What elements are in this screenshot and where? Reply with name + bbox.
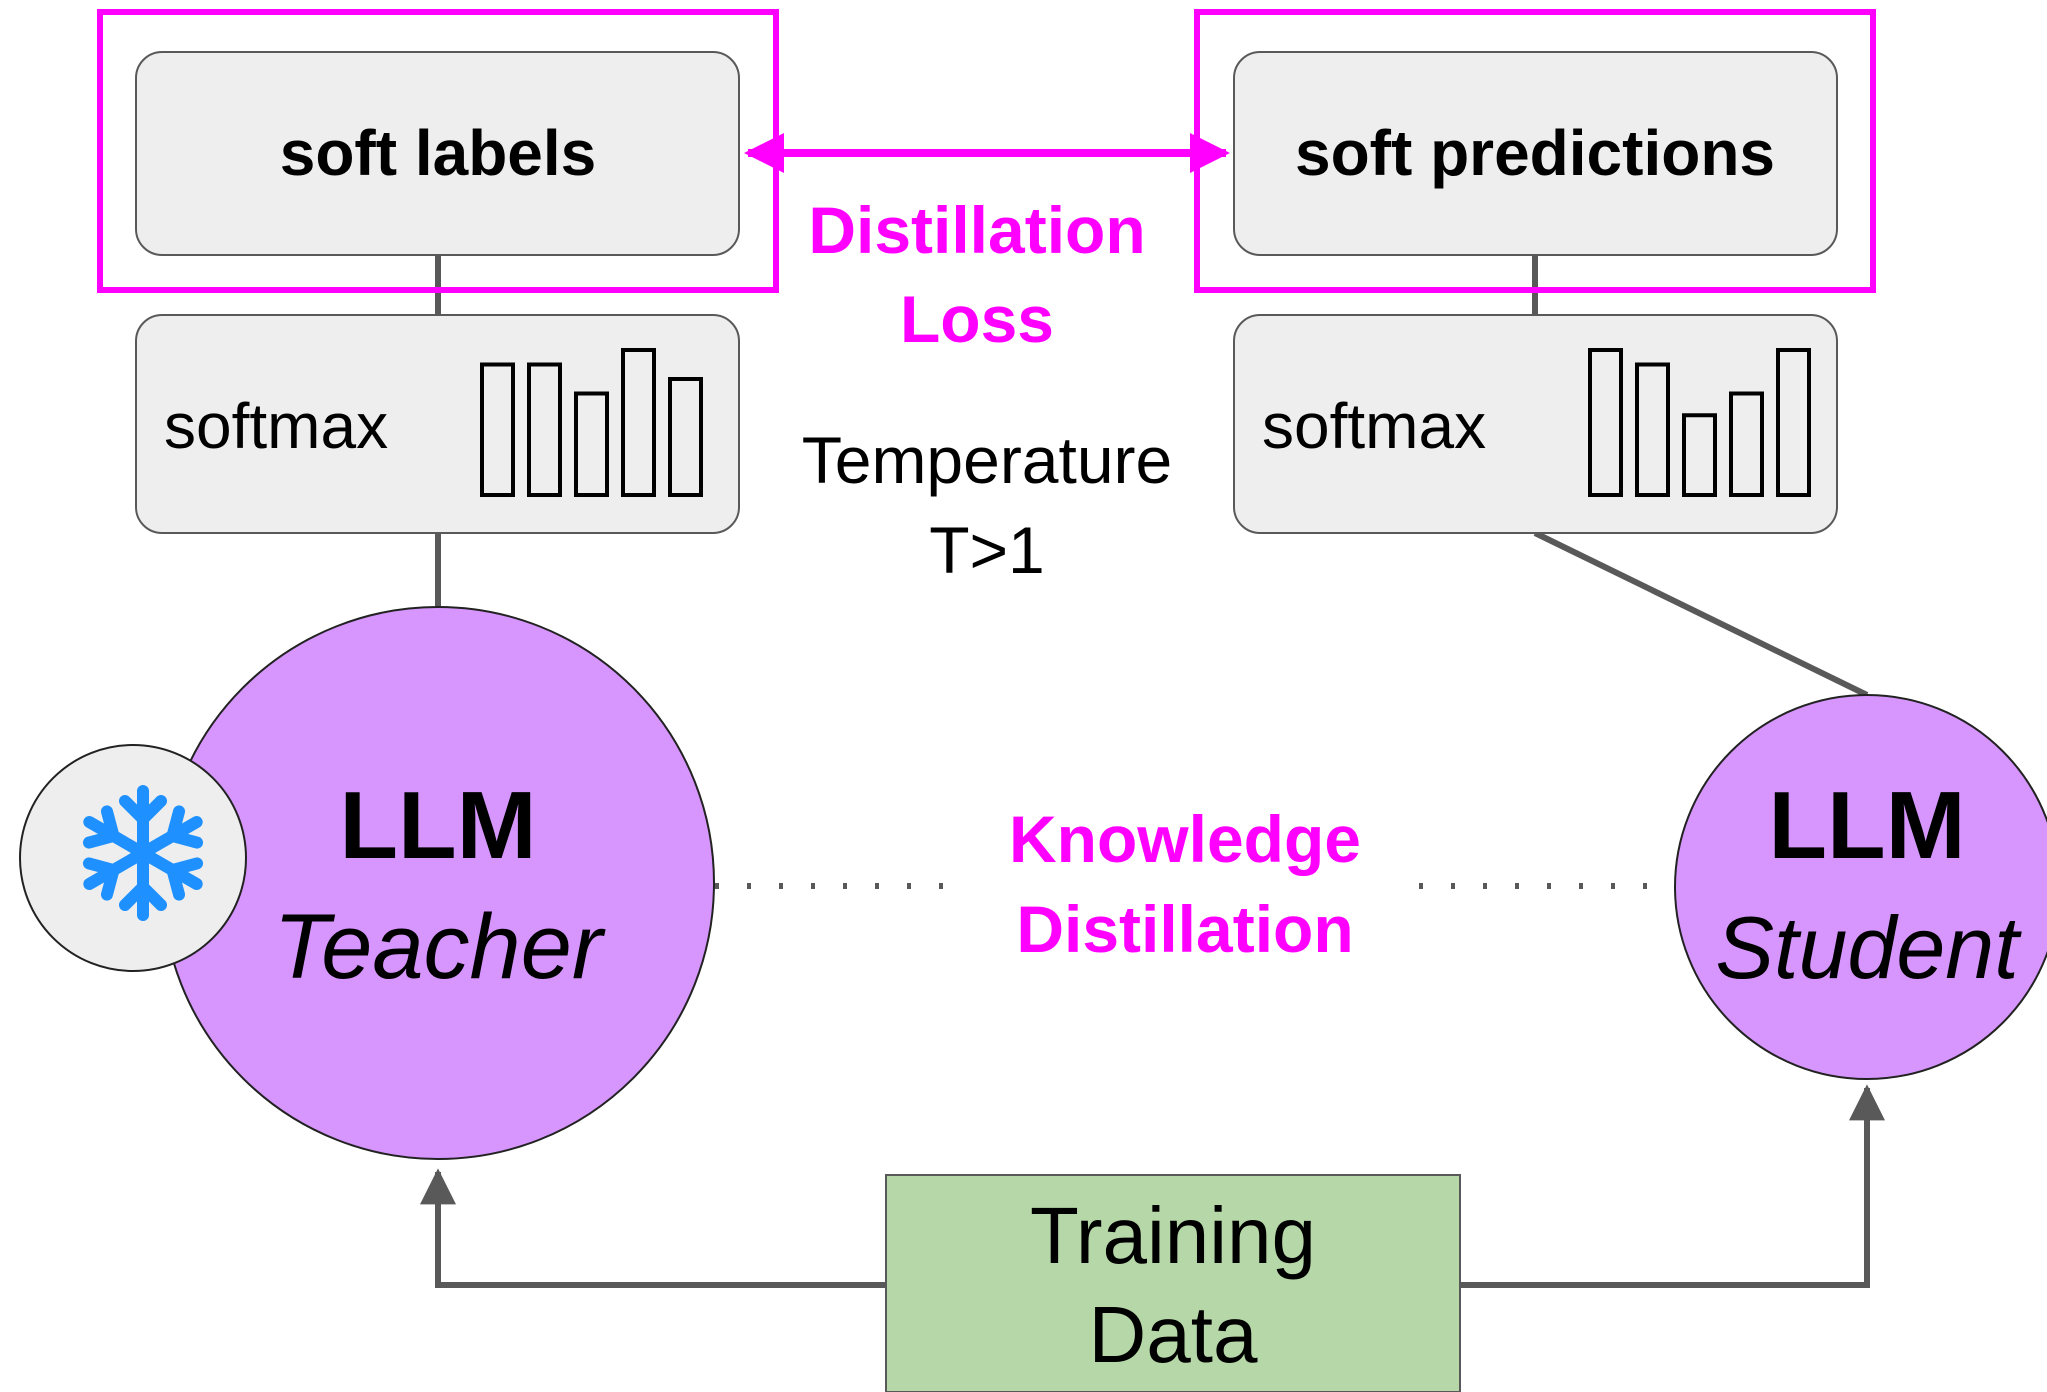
teacher-llm-text: LLM — [339, 772, 536, 879]
teacher-bar-5 — [668, 377, 703, 497]
knowledge-distillation-line2: Distillation — [1016, 892, 1353, 966]
student-bar-2 — [1635, 362, 1670, 497]
knowledge-distillation-line1: Knowledge — [1009, 802, 1361, 876]
student-bar-3 — [1682, 413, 1717, 497]
student-bar-1 — [1588, 348, 1623, 497]
distillation-loss-line1: Distillation — [808, 193, 1145, 267]
distillation-loss-line2: Loss — [900, 282, 1054, 356]
soft-labels-box — [135, 51, 740, 256]
training-data-box — [885, 1174, 1461, 1392]
teacher-bar-1 — [480, 362, 515, 497]
teacher-bar-4 — [621, 348, 656, 497]
student-bar-5 — [1776, 348, 1811, 497]
soft-predictions-text: soft predictions — [1295, 117, 1775, 189]
training-to-teacher-arrow — [420, 1168, 886, 1288]
snowflake-icon — [80, 785, 205, 915]
soft-predictions-box — [1233, 51, 1838, 256]
soft-labels-text: soft labels — [280, 117, 597, 189]
training-data-line2: Data — [1089, 1290, 1258, 1379]
teacher-bar-3 — [574, 391, 609, 497]
teacher-distribution-bars — [480, 348, 703, 497]
student-llm-circle — [1674, 694, 2047, 1080]
teacher-softmax-box — [135, 314, 740, 534]
temperature-line2: T>1 — [929, 513, 1045, 587]
teacher-llm-circle — [161, 606, 715, 1160]
student-softmax-connector — [1533, 530, 1869, 698]
teacher-softmax-text: softmax — [164, 390, 388, 462]
training-to-student-arrow — [1460, 1084, 1885, 1288]
temperature-line1: Temperature — [802, 423, 1173, 497]
teacher-role-text: Teacher — [273, 896, 605, 998]
student-role-text: Student — [1715, 898, 2022, 997]
teacher-bar-2 — [527, 362, 562, 497]
training-data-line1: Training — [1030, 1191, 1316, 1280]
student-distribution-bars — [1588, 348, 1811, 497]
student-softmax-text: softmax — [1262, 390, 1486, 462]
student-bar-4 — [1729, 391, 1764, 497]
student-llm-text: LLM — [1768, 772, 1965, 879]
student-softmax-box — [1233, 314, 1838, 534]
